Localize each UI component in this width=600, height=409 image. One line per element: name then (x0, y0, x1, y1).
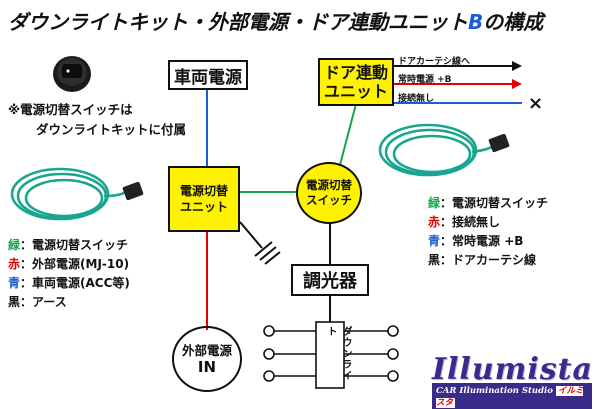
legend-left-text: ：車両電源(ACC等) (20, 276, 130, 290)
legend-left-item: 赤：外部電源(MJ-10) (8, 255, 130, 274)
legend-left-key: 黒 (8, 295, 21, 309)
cable-coil-left-icon (10, 167, 127, 221)
legend-right-text: ：電源切替スイッチ (440, 196, 549, 210)
power-switch-unit-box: 電源切替 ユニット (168, 166, 240, 232)
title-main: ダウンライトキット・外部電源・ドア連動ユニット (8, 10, 468, 34)
legend-right-item: 青：常時電源 +B (428, 232, 548, 251)
legend-right-item: 黒：ドアカーテシ線 (428, 251, 548, 270)
title-tail: の構成 (483, 10, 544, 34)
ext-power-line1: 外部電源 (181, 343, 232, 358)
page-title: ダウンライトキット・外部電源・ドア連動ユニットBの構成 (8, 6, 592, 35)
legend-right-key: 黒 (428, 253, 441, 267)
power-switch-line2: スイッチ (306, 193, 352, 207)
logo-word: Illumista (432, 352, 593, 387)
wiring-diagram (10, 56, 522, 389)
power-unit-line2: ユニット (179, 200, 228, 214)
legend-right-key: 青 (428, 234, 441, 248)
switch-note: ※電源切替スイッチは ダウンライトキットに付属 (8, 100, 186, 140)
legend-right-text: ：ドアカーテシ線 (440, 253, 537, 267)
legend-left-item: 黒：アース (8, 293, 130, 312)
ext-power-line2: IN (197, 358, 217, 376)
dimmer-box: 調光器 (291, 264, 369, 296)
legend-left: 緑：電源切替スイッチ 赤：外部電源(MJ-10) 青：車両電源(ACC等) 黒：… (8, 236, 130, 312)
cable-coil-right-icon (378, 123, 495, 177)
door-unit-line2: ユニット (323, 82, 388, 101)
legend-left-text: ：外部電源(MJ-10) (20, 257, 130, 271)
switch-note-line1: ※電源切替スイッチは (8, 102, 133, 117)
power-switch-circle: 電源切替 スイッチ (296, 162, 362, 224)
legend-left-key: 青 (8, 276, 21, 290)
legend-right-key: 赤 (428, 215, 441, 229)
legend-left-text: ：アース (20, 295, 67, 309)
door-output-label-bplus: 常時電源 +B (398, 75, 452, 85)
door-unit-box: ドア連動 ユニット (318, 58, 394, 106)
legend-left-text: ：電源切替スイッチ (20, 238, 129, 252)
title-suffix: B (468, 10, 484, 34)
legend-left-item: 緑：電源切替スイッチ (8, 236, 130, 255)
no-connection-mark: × (528, 93, 544, 114)
rocker-switch-icon (53, 56, 91, 92)
legend-right-item: 緑：電源切替スイッチ (428, 194, 548, 213)
door-unit-line1: ドア連動 (323, 63, 388, 82)
power-unit-line1: 電源切替 (179, 184, 228, 198)
door-output-label-courtesy: ドアカーテシ線へ (398, 57, 471, 67)
legend-left-key: 緑 (8, 238, 21, 252)
legend-right-text: ：接続無し (440, 215, 501, 229)
door-output-label-none: 接続無し (398, 94, 435, 104)
legend-right: 緑：電源切替スイッチ 赤：接続無し 青：常時電源 +B 黒：ドアカーテシ線 (428, 194, 548, 270)
switch-note-line2: ダウンライトキットに付属 (36, 122, 187, 137)
legend-left-key: 赤 (8, 257, 21, 271)
legend-right-text: ：常時電源 +B (440, 234, 524, 248)
logo-sub: CAR Illumination Studio (436, 386, 553, 396)
power-switch-line1: 電源切替 (306, 178, 352, 192)
vehicle-power-box: 車両電源 (168, 60, 248, 90)
external-power-in-circle: 外部電源 IN (172, 326, 242, 392)
legend-right-item: 赤：接続無し (428, 213, 548, 232)
legend-right-key: 緑 (428, 196, 441, 210)
legend-left-item: 青：車両電源(ACC等) (8, 274, 130, 293)
downlight-label: ダウンライト (325, 326, 351, 381)
